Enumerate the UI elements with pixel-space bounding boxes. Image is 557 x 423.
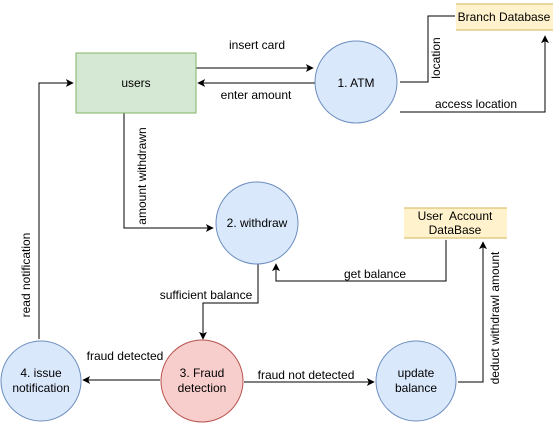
fraud-detection-label-line2: detection [178,381,227,395]
withdraw-circle [215,181,299,265]
issue-notification-label-line2: notification [12,381,69,395]
edge-location [400,15,455,83]
branch-database-label: Branch Database [458,10,551,24]
edge-read-notification [38,79,74,339]
update-balance-label-line1: update [398,366,435,380]
fraud-detection-label-line1: 3. Fraud [180,366,225,380]
user-account-database-label-line2: DataBase [429,223,482,237]
edge-amount-withdrawn [123,112,214,232]
node-issue-notification[interactable]: 4. issue notification [0,340,82,422]
user-account-database-fill [404,208,507,238]
edge-access-location [400,35,549,113]
node-update-balance[interactable]: update balance [375,340,457,422]
node-user-account-database[interactable]: User Account DataBase [404,207,507,239]
node-atm[interactable]: 1. ATM [314,40,398,124]
node-branch-database[interactable]: Branch Database [456,3,553,31]
edge-label-deduct-withdrawl-amount: deduct withdrawl amount [488,251,502,384]
edge-label-sufficient-balance: sufficient balance [160,288,253,302]
edge-label-amount-withdrawn: amount withdrawn [135,127,149,224]
edge-label-location: location [429,37,443,78]
edge-label-fraud-not-detected: fraud not detected [258,368,355,382]
fraud-detection-circle [160,339,244,423]
edge-deduct-withdrawl-amount [458,241,487,383]
edge-label-access-location: access location [435,97,517,111]
issue-notification-circle [0,340,82,422]
edge-sufficient-balance [199,264,259,340]
users-label: users [121,76,150,90]
users-box [75,52,197,114]
atm-circle [314,40,398,124]
branch-database-fill [456,4,553,30]
node-users[interactable]: users [75,52,197,114]
edge-label-fraud-detected: fraud detected [87,349,164,363]
node-withdraw[interactable]: 2. withdraw [215,181,299,265]
edge-label-read-notification: read notification [19,233,33,318]
withdraw-label: 2. withdraw [227,216,288,230]
edge-label-insert-card: insert card [229,38,285,52]
node-fraud-detection[interactable]: 3. Fraud detection [160,339,244,423]
edge-label-get-balance: get balance [344,267,406,281]
edge-label-enter-amount: enter amount [221,88,292,102]
update-balance-circle [375,340,457,422]
issue-notification-label-line1: 4. issue [20,366,62,380]
user-account-database-label-line1: User Account [418,209,493,223]
update-balance-label-line2: balance [395,381,437,395]
edge-get-balance [272,240,447,282]
atm-label: 1. ATM [337,76,374,90]
